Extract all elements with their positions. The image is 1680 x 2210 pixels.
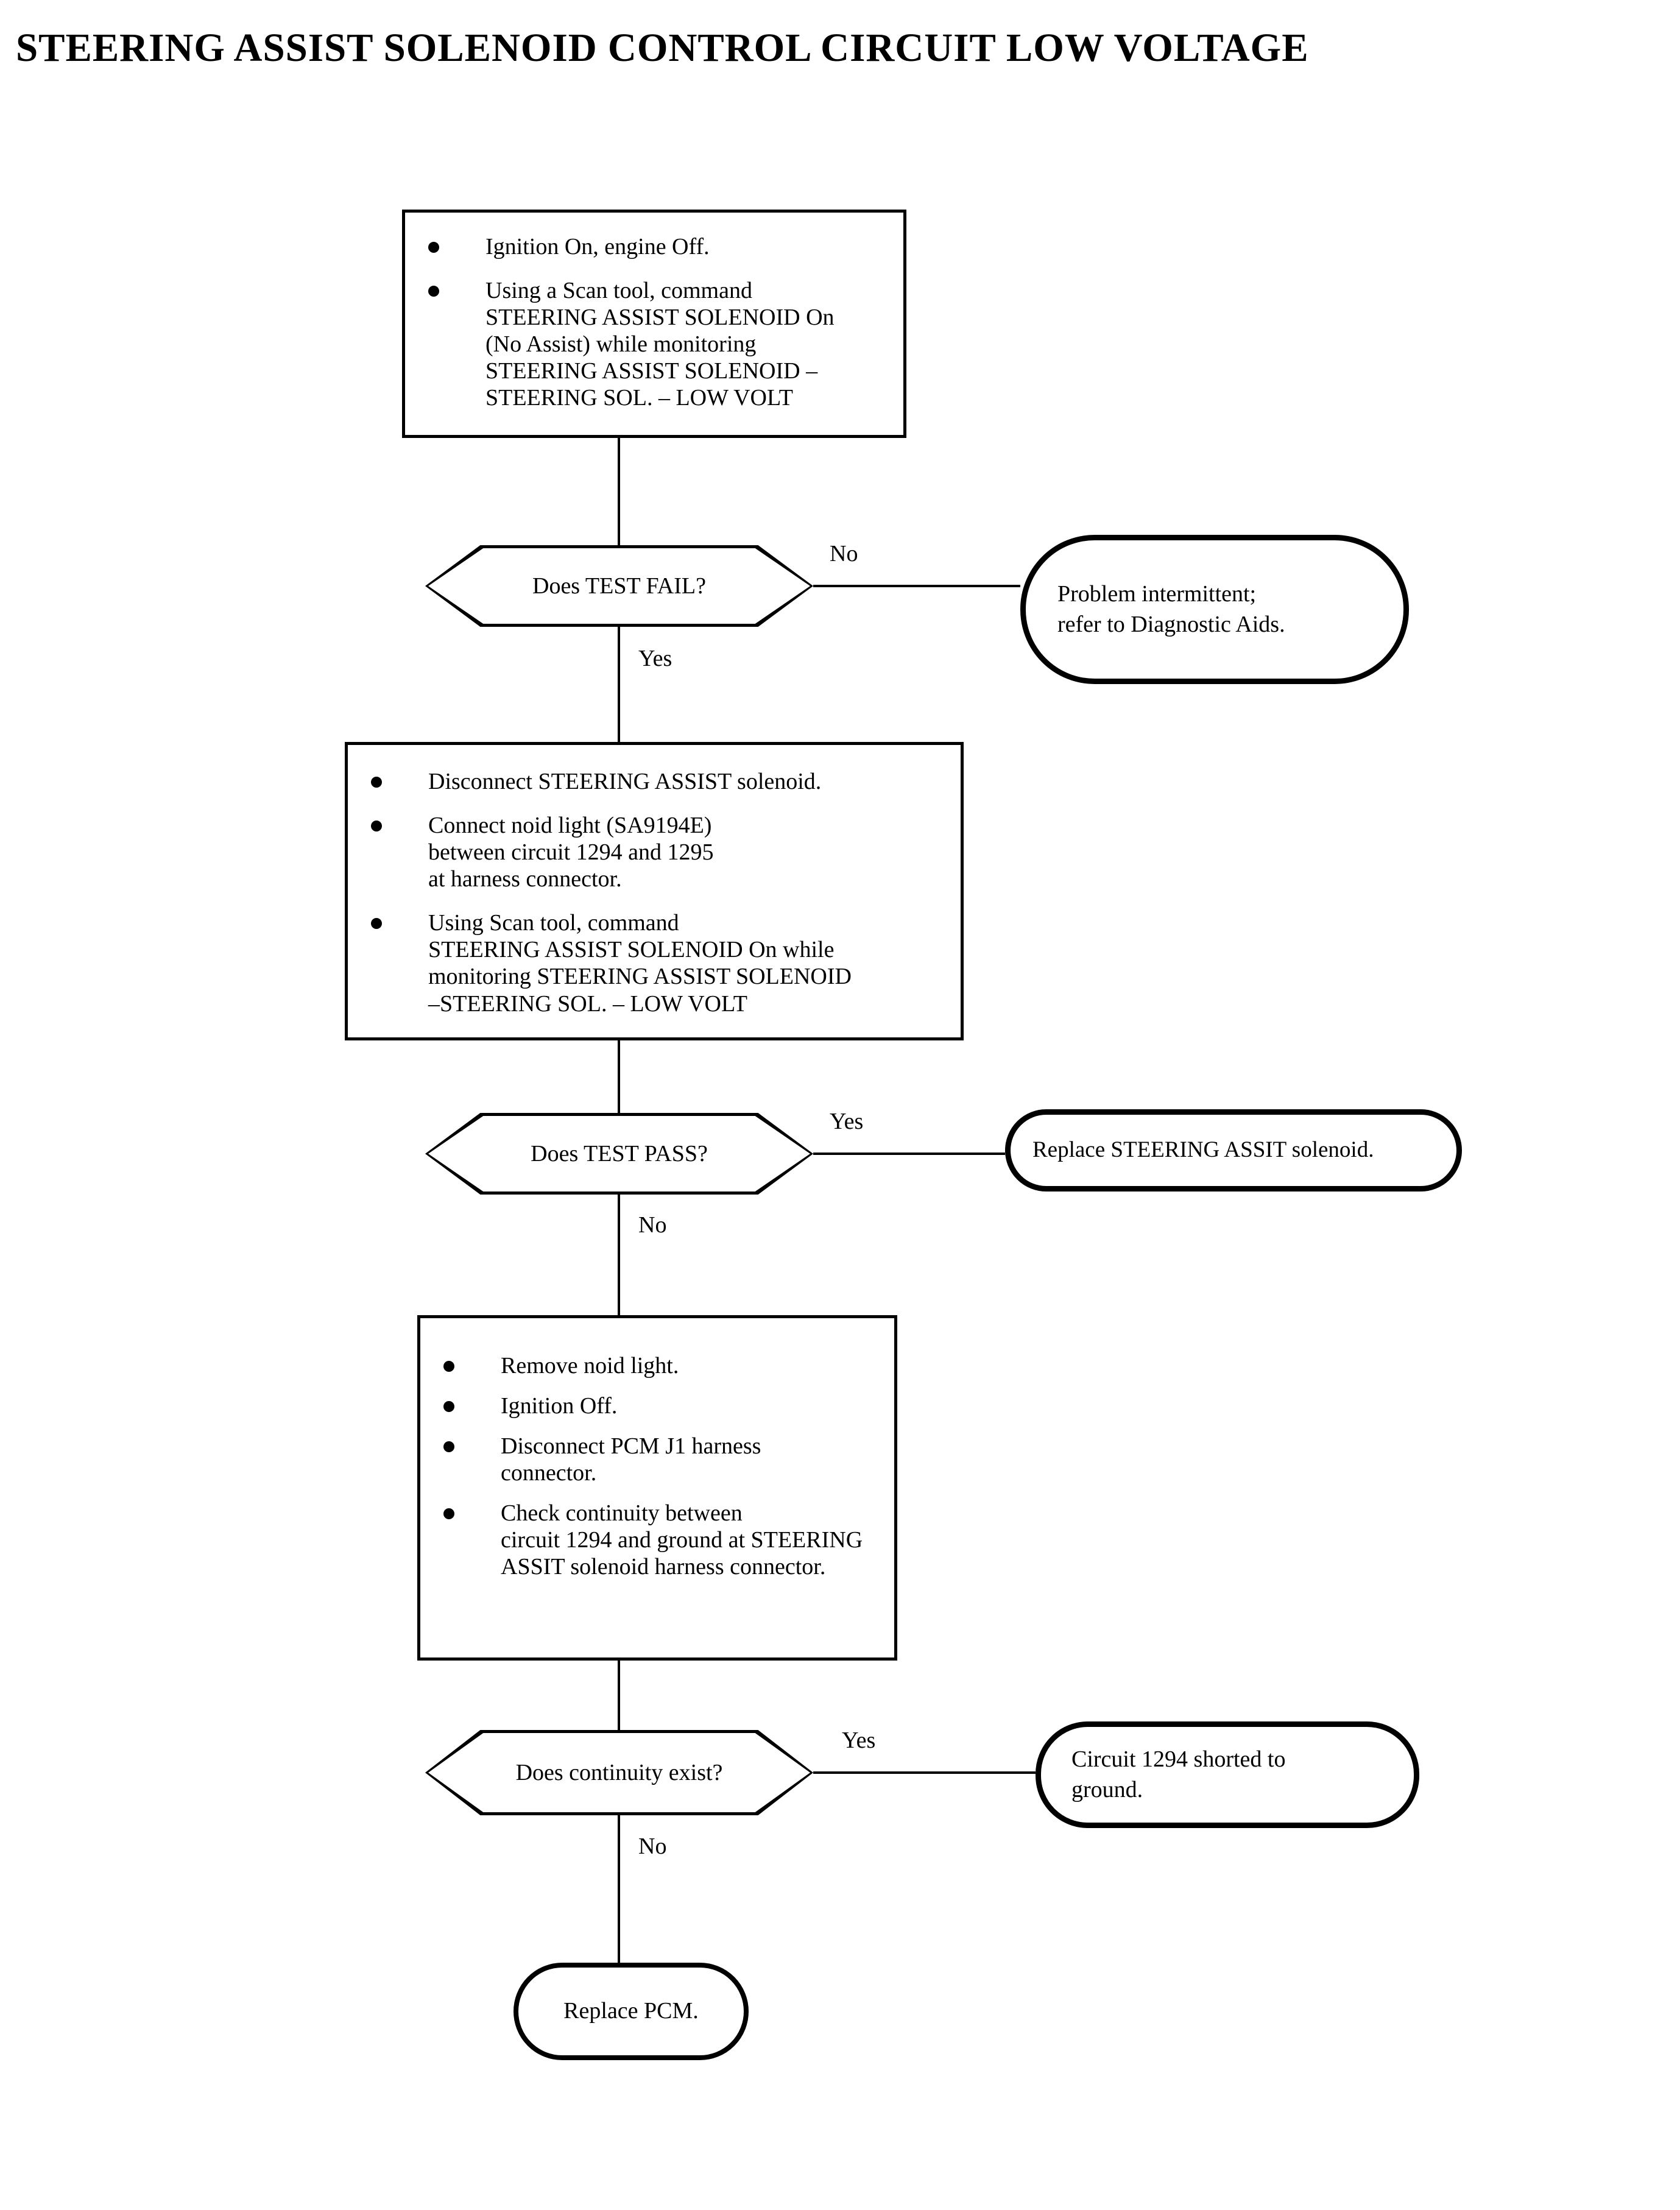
terminal4-label: Replace PCM. (563, 1998, 699, 2024)
connector-decision2-yes (813, 1153, 1005, 1155)
bullet-dot-icon (443, 1401, 454, 1413)
decision2-fill (428, 1116, 810, 1191)
decision3-fill (428, 1733, 810, 1812)
step3-bullet-list: Remove noid light. Ignition Off. Disconn… (443, 1346, 894, 1581)
edge-label-decision3-no: No (638, 1834, 667, 1859)
connector-decision1-yes (618, 627, 620, 742)
step3-bullet-3-text: Check continuity between circuit 1294 an… (501, 1500, 863, 1580)
list-item: Using a Scan tool, command STEERING ASSI… (428, 277, 897, 411)
edge-label-decision1-no: No (830, 541, 858, 567)
bullet-dot-icon (428, 286, 439, 297)
terminal2-label: Replace STEERING ASSIT solenoid. (1032, 1137, 1374, 1163)
process-box-step1: Ignition On, engine Off. Using a Scan to… (402, 210, 906, 438)
terminal-problem-intermittent: Problem intermittent; refer to Diagnosti… (1020, 535, 1409, 684)
connector-step3-to-decision3 (618, 1661, 620, 1730)
step1-bullet-0-text: Ignition On, engine Off. (485, 234, 710, 259)
step3-bullet-2-text: Disconnect PCM J1 harness connector. (501, 1433, 761, 1486)
decision1-label: Does TEST FAIL? (532, 573, 706, 599)
bullet-dot-icon (371, 918, 382, 930)
step3-bullet-1-text: Ignition Off. (501, 1393, 618, 1419)
bullet-dot-icon (443, 1441, 454, 1453)
list-item: Disconnect PCM J1 harness connector. (443, 1433, 894, 1486)
connector-decision2-no (618, 1195, 620, 1315)
terminal1-label: Problem intermittent; refer to Diagnosti… (1057, 581, 1285, 637)
step1-bullet-1-text: Using a Scan tool, command STEERING ASSI… (485, 278, 835, 411)
connector-step2-to-decision2 (618, 1040, 620, 1113)
bullet-dot-icon (428, 242, 439, 253)
process-box-step2: Disconnect STEERING ASSIST solenoid. Con… (345, 742, 964, 1040)
decision-does-test-pass: Does TEST PASS? (425, 1113, 813, 1195)
decision3-label: Does continuity exist? (515, 1760, 723, 1785)
bullet-dot-icon (443, 1361, 454, 1372)
terminal-replace-pcm: Replace PCM. (514, 1963, 749, 2060)
edge-label-decision1-yes: Yes (638, 646, 672, 671)
decision-does-test-fail: Does TEST FAIL? (425, 545, 813, 627)
list-item: Ignition On, engine Off. (428, 233, 897, 260)
edge-label-decision2-no: No (638, 1212, 667, 1238)
decision1-fill (428, 548, 810, 624)
decision2-label: Does TEST PASS? (531, 1141, 708, 1167)
list-item: Remove noid light. (443, 1352, 894, 1379)
connector-step1-to-decision1 (618, 438, 620, 545)
process-box-step3: Remove noid light. Ignition Off. Disconn… (417, 1315, 897, 1661)
edge-label-decision3-yes: Yes (842, 1728, 876, 1753)
bullet-dot-icon (371, 821, 382, 832)
connector-decision1-no (813, 585, 1020, 587)
list-item: Disconnect STEERING ASSIST solenoid. (371, 768, 956, 795)
step1-bullet-list: Ignition On, engine Off. Using a Scan to… (428, 227, 897, 411)
step2-bullet-list: Disconnect STEERING ASSIST solenoid. Con… (371, 760, 956, 1017)
bullet-dot-icon (371, 777, 382, 788)
page-title: STEERING ASSIST SOLENOID CONTROL CIRCUIT… (16, 26, 1309, 70)
terminal-replace-steering-assist-solenoid: Replace STEERING ASSIT solenoid. (1005, 1109, 1462, 1191)
decision-does-continuity-exist: Does continuity exist? (425, 1730, 813, 1815)
connector-decision3-no (618, 1815, 620, 1963)
list-item: Using Scan tool, command STEERING ASSIST… (371, 909, 956, 1017)
bullet-dot-icon (443, 1508, 454, 1520)
step3-bullet-0-text: Remove noid light. (501, 1353, 679, 1379)
step2-bullet-2-text: Using Scan tool, command STEERING ASSIST… (428, 910, 852, 1017)
edge-label-decision2-yes: Yes (830, 1109, 864, 1134)
list-item: Connect noid light (SA9194E) between cir… (371, 812, 956, 892)
terminal-circuit-1294-shorted-to-ground: Circuit 1294 shorted to ground. (1036, 1721, 1419, 1828)
connector-decision3-yes (813, 1771, 1036, 1774)
step2-bullet-1-text: Connect noid light (SA9194E) between cir… (428, 813, 714, 892)
terminal3-label: Circuit 1294 shorted to ground. (1071, 1746, 1286, 1802)
list-item: Ignition Off. (443, 1393, 894, 1419)
list-item: Check continuity between circuit 1294 an… (443, 1500, 894, 1580)
step2-bullet-0-text: Disconnect STEERING ASSIST solenoid. (428, 769, 822, 794)
